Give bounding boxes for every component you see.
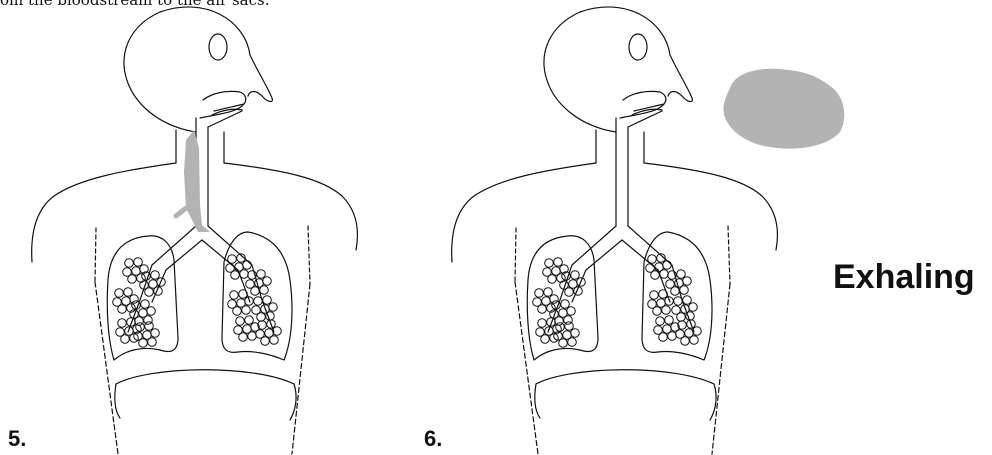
air-in-windpipe [184, 130, 210, 232]
exhaled-air-cloud [723, 69, 844, 149]
panel-6-number: 6. [424, 426, 442, 452]
panel-5-number: 5. [8, 426, 26, 452]
panel-5-figure [32, 7, 358, 454]
panel-6-figure [452, 7, 845, 454]
caption-text: om the bloodstream to the air sacs. [0, 0, 269, 9]
exhaling-label: Exhaling [833, 258, 975, 297]
